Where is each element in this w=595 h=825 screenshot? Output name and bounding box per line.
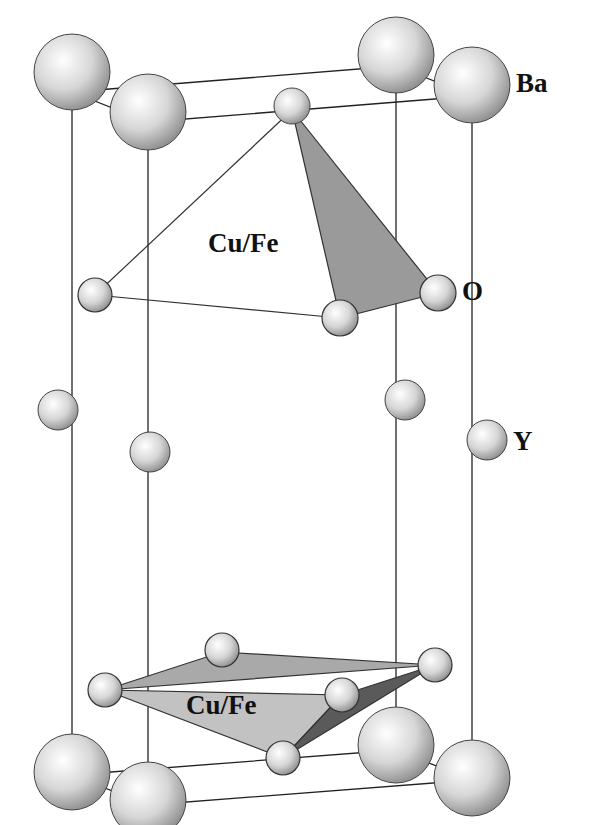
atom-label: Y — [513, 428, 533, 455]
yttrium-atoms — [38, 380, 507, 472]
site-label: Cu/Fe — [186, 692, 257, 719]
lower-polyhedron — [88, 633, 452, 775]
atom-label: O — [462, 278, 483, 305]
site-label: Cu/Fe — [208, 230, 279, 257]
barium-atoms-top — [34, 17, 510, 150]
atom-label: Ba — [516, 70, 548, 97]
unit-cell — [72, 66, 472, 805]
